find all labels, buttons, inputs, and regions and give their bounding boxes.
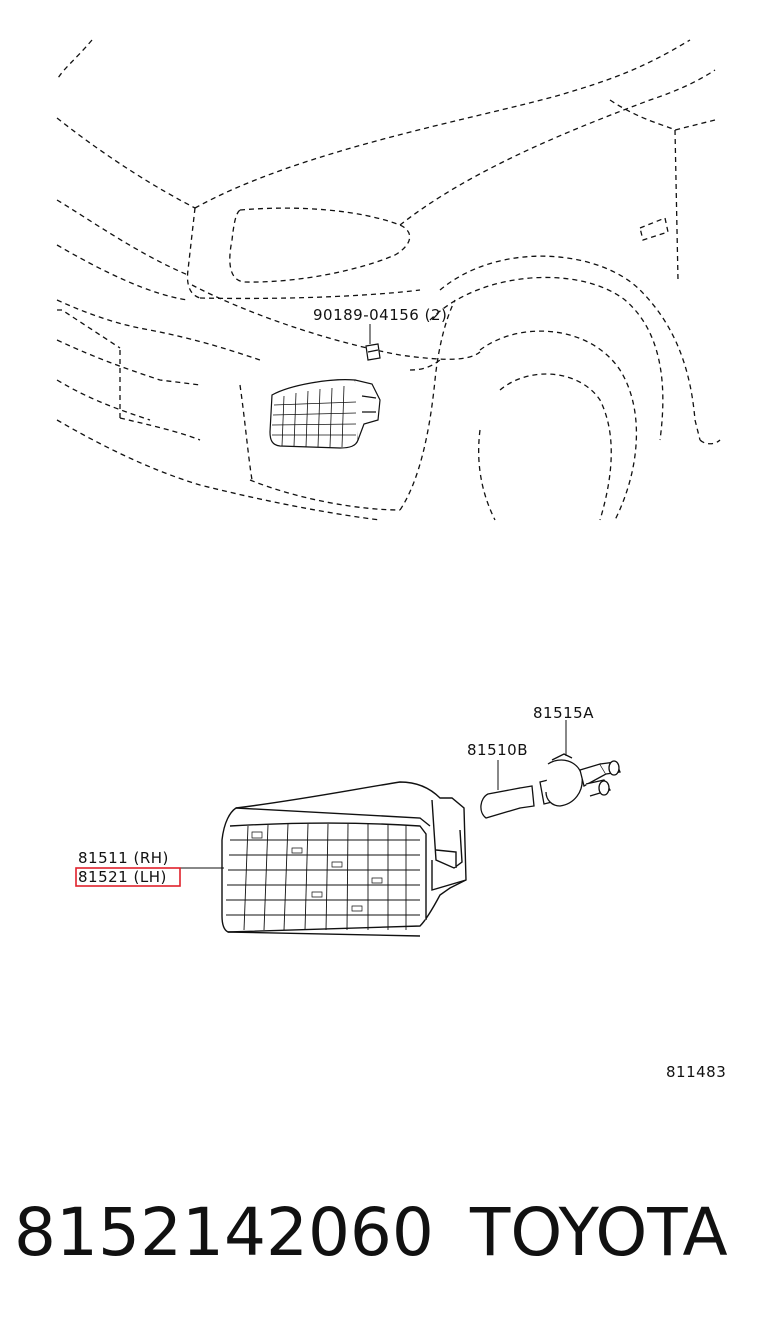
socket-callout: 81515A [533,704,594,722]
lamp-lh-highlight-box [75,867,181,887]
brand-name: TOYOTA [470,1194,728,1271]
lamp-lh-callout: 81521 (LH) [78,868,167,886]
clip-illustration [365,324,381,361]
footer: 8152142060 TOYOTA [0,1188,760,1278]
bulb-callout: 81510B [467,741,528,759]
bulb-illustration [480,760,535,819]
installed-lamp-illustration [269,379,381,449]
lamp-rh-callout: 81511 (RH) [78,849,169,867]
car-body-illustration [56,39,721,521]
turn-signal-lamp-illustration [221,781,467,937]
clip-callout: 90189-04156 (2) [313,306,447,324]
socket-illustration [539,720,621,807]
part-number: 8152142060 [14,1194,434,1271]
illustration-id: 811483 [666,1063,726,1081]
